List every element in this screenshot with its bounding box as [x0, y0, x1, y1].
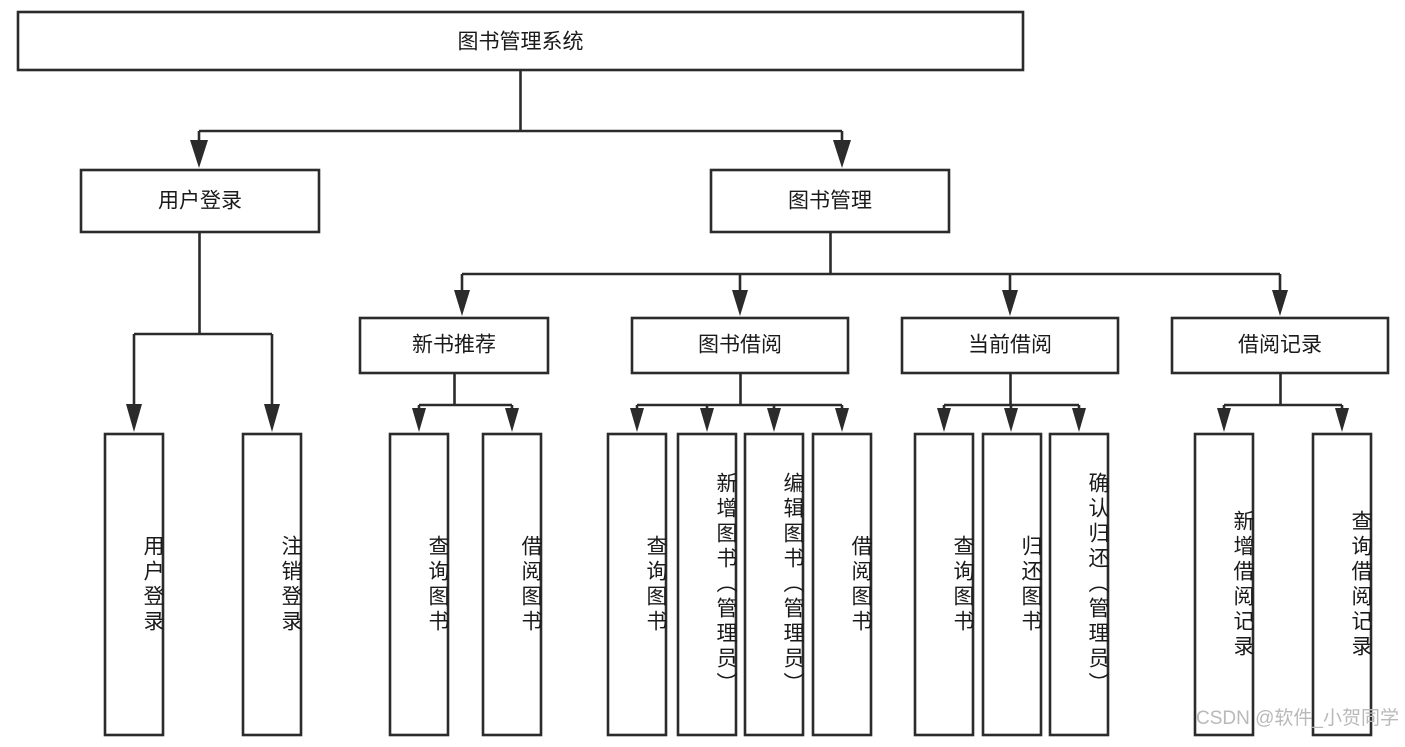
arrow-head-new-book-recommend: [454, 290, 470, 316]
node-leaf-user-login-box[interactable]: [103, 432, 165, 737]
node-leaf-query-borrow-record-box[interactable]: [1311, 432, 1373, 737]
node-book-borrow[interactable]: 图书借阅: [630, 316, 850, 375]
connector-group-root: [190, 70, 851, 168]
arrow-head-leaf-borrow-book-recommend: [505, 408, 519, 432]
arrow-head-leaf-query-book-current: [937, 408, 951, 432]
arrow-head-leaf-confirm-return-admin: [1072, 408, 1086, 432]
node-new-book-recommend-box[interactable]: [358, 316, 550, 375]
node-leaf-add-book-admin-box[interactable]: [676, 432, 738, 737]
arrow-head-leaf-return-book: [1004, 408, 1018, 432]
node-leaf-confirm-return-admin-box[interactable]: [1048, 432, 1110, 737]
arrow-head-leaf-borrow-book: [835, 408, 849, 432]
node-new-book-recommend[interactable]: 新书推荐: [358, 316, 550, 375]
arrow-head-leaf-add-borrow-record: [1217, 408, 1231, 432]
arrow-head-book-management: [833, 140, 851, 168]
node-book-borrow-box[interactable]: [630, 316, 850, 375]
node-book-management-box[interactable]: [709, 168, 951, 234]
connector-group-user-login: [126, 232, 280, 432]
arrow-head-leaf-user-logout: [264, 404, 280, 432]
node-borrow-record[interactable]: 借阅记录: [1170, 316, 1390, 375]
connector-group-borrow-record: [1217, 373, 1349, 432]
connector-group-new-book-recommend: [412, 373, 519, 432]
node-book-management-label: 图书管理: [788, 190, 872, 213]
connector-group-book-management: [454, 232, 1288, 316]
connector-group-current-borrow: [937, 373, 1086, 432]
node-leaf-return-book-box[interactable]: [981, 432, 1043, 737]
node-borrow-record-label: 借阅记录: [1238, 334, 1322, 357]
arrow-head-leaf-query-borrow-record: [1335, 408, 1349, 432]
node-user-login-box[interactable]: [79, 168, 321, 234]
node-current-borrow[interactable]: 当前借阅: [900, 316, 1120, 375]
node-leaf-query-book-current-box[interactable]: [913, 432, 975, 737]
node-user-login[interactable]: 用户登录: [79, 168, 321, 234]
arrow-head-leaf-edit-book-admin: [767, 408, 781, 432]
node-root[interactable]: 图书管理系统: [16, 10, 1025, 72]
node-new-book-recommend-label: 新书推荐: [412, 334, 496, 357]
node-leaf-query-book-recommend-box[interactable]: [388, 432, 450, 737]
arrow-head-current-borrow: [1002, 290, 1018, 316]
csdn-watermark: CSDN @软件_小贺同学: [1196, 708, 1399, 729]
node-leaf-query-book-borrow-box[interactable]: [606, 432, 668, 737]
node-current-borrow-label: 当前借阅: [968, 334, 1052, 357]
arrow-head-borrow-record: [1272, 290, 1288, 316]
node-leaf-borrow-book-box[interactable]: [811, 432, 873, 737]
node-leaf-borrow-book-recommend-box[interactable]: [481, 432, 543, 737]
arrow-head-leaf-query-book-recommend: [412, 408, 426, 432]
node-root-label: 图书管理系统: [458, 31, 584, 54]
connector-group-book-borrow: [630, 373, 849, 432]
arrow-head-leaf-query-book-borrow: [630, 408, 644, 432]
node-borrow-record-box[interactable]: [1170, 316, 1390, 375]
node-leaf-user-logout-box[interactable]: [241, 432, 303, 737]
node-book-management[interactable]: 图书管理: [709, 168, 951, 234]
node-root-box[interactable]: [16, 10, 1025, 72]
node-leaf-edit-book-admin-box[interactable]: [743, 432, 805, 737]
node-leaf-add-borrow-record-box[interactable]: [1193, 432, 1255, 737]
arrow-head-user-login: [190, 140, 208, 168]
node-book-borrow-label: 图书借阅: [698, 334, 782, 357]
arrow-head-leaf-add-book-admin: [700, 408, 714, 432]
node-user-login-label: 用户登录: [158, 190, 242, 213]
node-current-borrow-box[interactable]: [900, 316, 1120, 375]
arrow-head-leaf-user-login: [126, 404, 142, 432]
arrow-head-book-borrow: [732, 290, 748, 316]
